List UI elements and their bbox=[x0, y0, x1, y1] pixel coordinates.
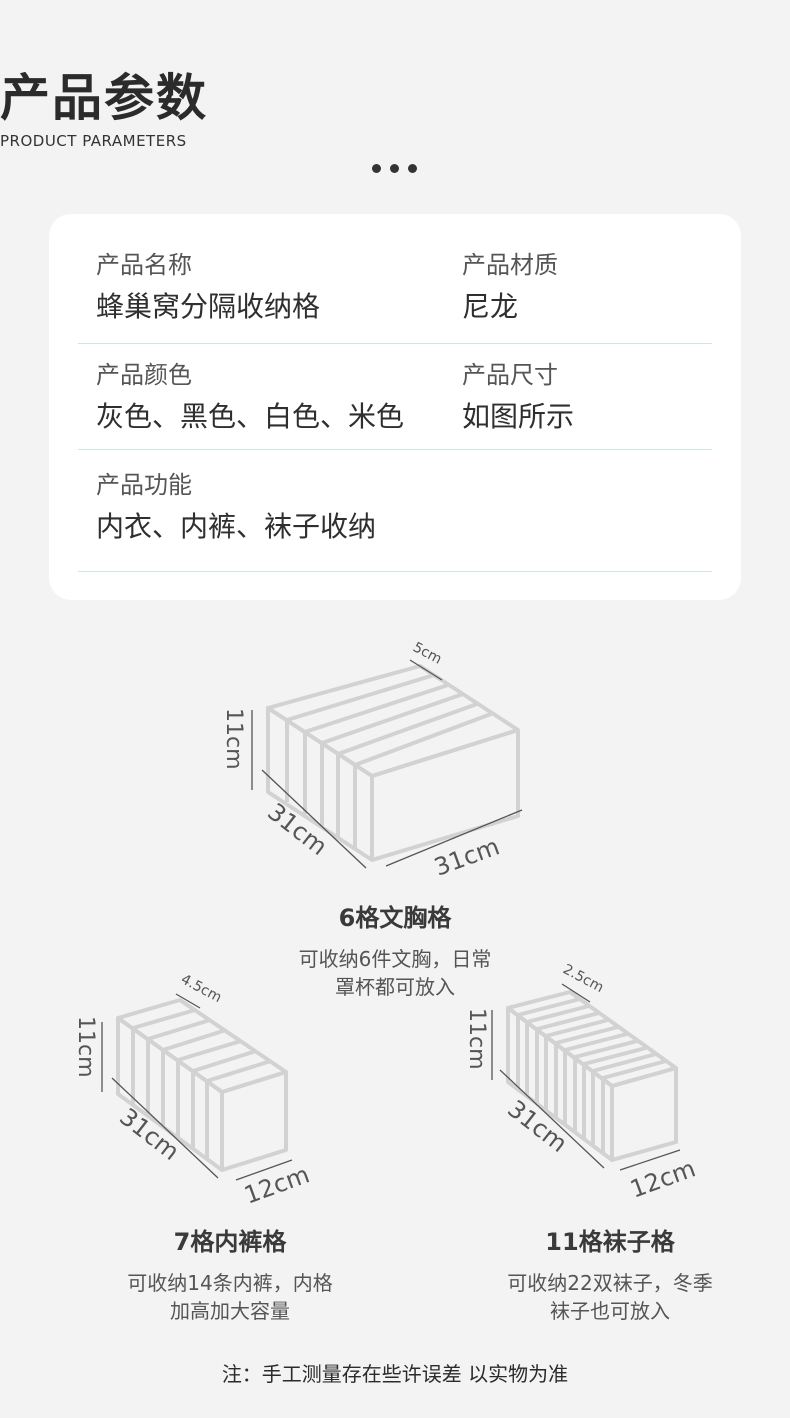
box-7-cell-illustration bbox=[116, 998, 288, 1172]
page-title: 产品参数 bbox=[0, 69, 208, 127]
param-row: 产品名称 蜂巢窝分隔收纳格 产品材质 尼龙 bbox=[78, 250, 712, 344]
param-size: 产品尺寸 如图所示 bbox=[462, 361, 575, 433]
organizer-illustrations: 11cm 31cm 31cm 5cm 11cm 31cm 12cm 4.5cm … bbox=[73, 639, 699, 1209]
box-6-cell-illustration bbox=[266, 664, 520, 862]
dot-icon bbox=[390, 164, 399, 173]
box-6-height-label: 11cm bbox=[221, 708, 246, 770]
page-subtitle: PRODUCT PARAMETERS bbox=[0, 132, 187, 150]
dot-icon bbox=[372, 164, 381, 173]
product-caption-6: 6格文胸格 可收纳6件文胸，日常 罩杯都可放入 bbox=[298, 904, 492, 999]
box-7-width-label: 12cm bbox=[240, 1160, 313, 1209]
product-caption-7: 7格内裤格 可收纳14条内裤，内格 加高加大容量 bbox=[127, 1228, 333, 1323]
param-function: 产品功能 内衣、内裤、袜子收纳 bbox=[96, 471, 377, 543]
param-row: 产品功能 内衣、内裤、袜子收纳 bbox=[78, 470, 712, 572]
decorative-dots bbox=[372, 164, 418, 174]
box-7-height-label: 11cm bbox=[73, 1016, 98, 1078]
box-11-height-label: 11cm bbox=[464, 1008, 489, 1070]
parameters-card: 产品名称 蜂巢窝分隔收纳格 产品材质 尼龙 产品颜色 灰色、黑色、白色、米色 产… bbox=[49, 214, 741, 600]
param-row: 产品颜色 灰色、黑色、白色、米色 产品尺寸 如图所示 bbox=[78, 360, 712, 450]
box-11-width-label: 12cm bbox=[626, 1154, 699, 1203]
param-name: 产品名称 蜂巢窝分隔收纳格 bbox=[96, 251, 321, 323]
product-caption-11: 11格袜子格 可收纳22双袜子，冬季 袜子也可放入 bbox=[507, 1228, 713, 1323]
dot-icon bbox=[408, 164, 417, 173]
box-11-cell-illustration bbox=[506, 990, 678, 1162]
param-material: 产品材质 尼龙 bbox=[462, 251, 558, 323]
param-color: 产品颜色 灰色、黑色、白色、米色 bbox=[96, 361, 405, 433]
measurement-note: 注：手工测量存在些许误差 以实物为准 bbox=[221, 1362, 569, 1386]
